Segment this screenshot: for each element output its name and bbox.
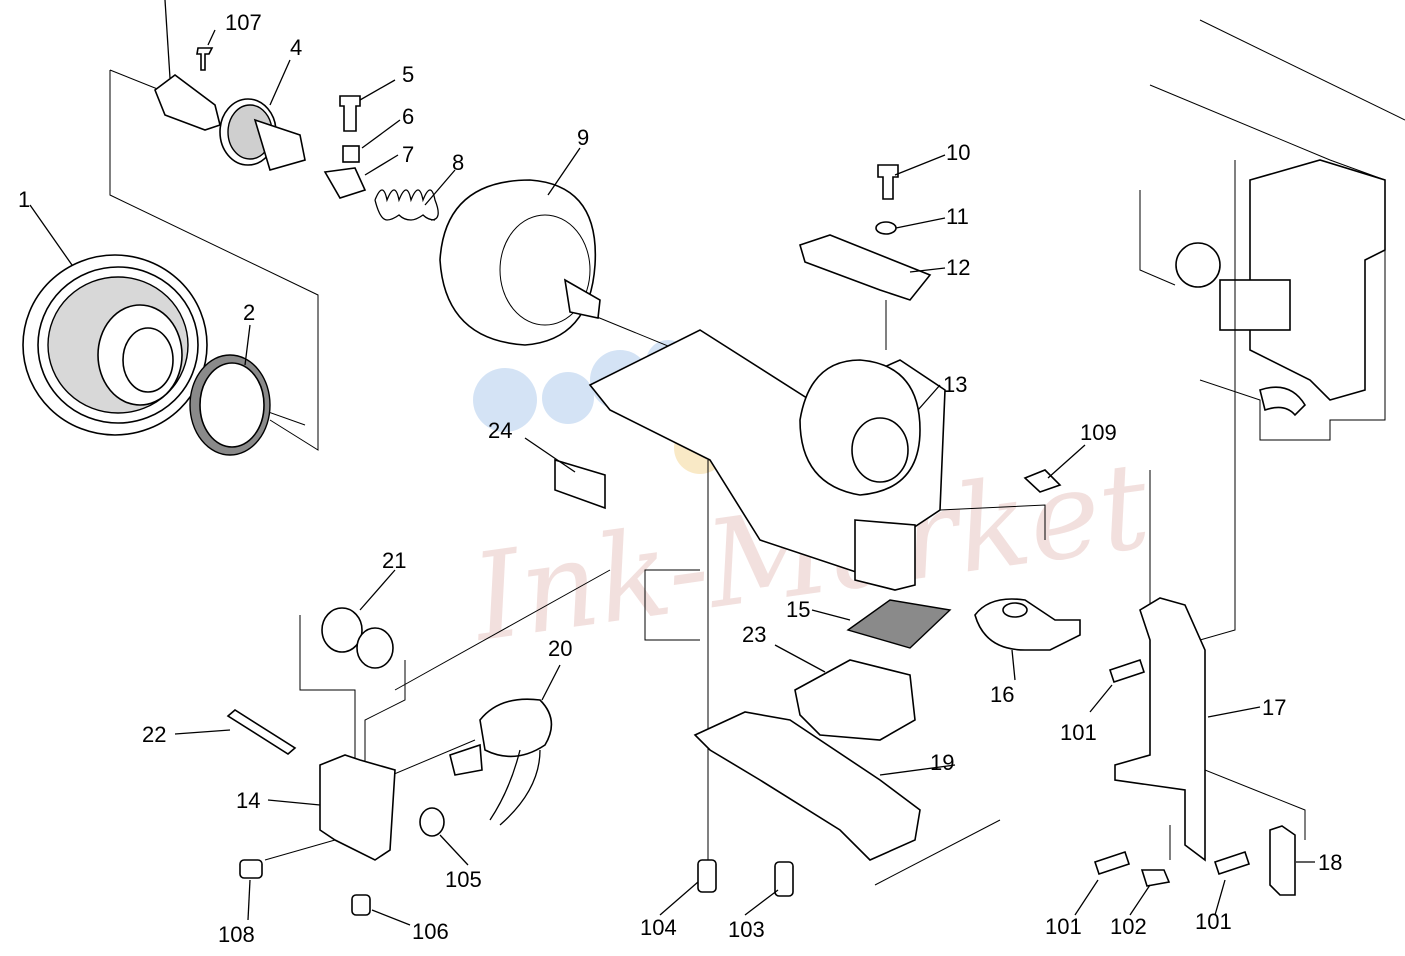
callout-104: 104: [640, 915, 677, 940]
callout-22: 22: [142, 722, 166, 747]
callout-1: 1: [18, 187, 30, 212]
callout-17: 17: [1262, 695, 1286, 720]
callout-103: 103: [728, 917, 765, 942]
part-24-label: [554, 458, 606, 510]
part-15-pad: [846, 599, 952, 649]
part-8-spring: [374, 189, 439, 221]
part-19-base-plate: [693, 711, 921, 861]
callout-109: 109: [1080, 420, 1117, 445]
part-109-clip: [1023, 469, 1062, 493]
callout-106: 106: [412, 919, 449, 944]
part-22-shaft: [226, 709, 297, 755]
callout-19: 19: [930, 750, 954, 775]
callout-107: 107: [225, 10, 262, 35]
part-23-holder: [794, 659, 916, 741]
main-frame: [1139, 19, 1405, 441]
watermark-dot: [542, 372, 594, 424]
part-16-cam: [974, 598, 1081, 651]
part-clip-and-screw: [154, 0, 221, 131]
callout-2: 2: [243, 300, 255, 325]
callout-12: 12: [946, 255, 970, 280]
callout-101: 101: [1060, 720, 1097, 745]
callout-105: 105: [445, 867, 482, 892]
part-14-bracket: [319, 754, 396, 861]
callout-16: 16: [990, 682, 1014, 707]
part-2-ring: [189, 354, 271, 456]
leader-lines: [29, 29, 1315, 926]
part-13-carriage: [588, 329, 946, 591]
part-21-gears: [321, 607, 394, 669]
part-17-rail: [1114, 597, 1206, 862]
part-5-6-7-pin-assembly: [323, 95, 367, 199]
part-20-motor: [449, 698, 553, 826]
callout-9: 9: [577, 125, 589, 150]
callout-15: 15: [786, 597, 810, 622]
part-18-connector: [1269, 825, 1296, 896]
callout-8: 8: [452, 150, 464, 175]
callout-20: 20: [548, 636, 572, 661]
callout-23: 23: [742, 622, 766, 647]
callout-101: 101: [1195, 909, 1232, 934]
callout-11: 11: [946, 204, 969, 229]
part-1-pulley: [22, 254, 208, 436]
callout-4: 4: [290, 35, 302, 60]
callout-14: 14: [236, 788, 260, 813]
part-9-housing: [439, 179, 601, 346]
callout-18: 18: [1318, 850, 1342, 875]
callouts: 1 2 4 5 6 7 8 9 10 11 12 13 15 16 17 18 …: [18, 10, 1342, 947]
callout-10: 10: [946, 140, 970, 165]
callout-24: 24: [488, 418, 512, 443]
callout-102: 102: [1110, 914, 1147, 939]
callout-108: 108: [218, 922, 255, 947]
callout-5: 5: [402, 62, 414, 87]
part-10-11-12-bracket: [799, 164, 932, 301]
callout-6: 6: [402, 104, 414, 129]
watermark-dot: [473, 368, 537, 432]
callout-21: 21: [382, 548, 406, 573]
callout-101: 101: [1045, 914, 1082, 939]
callout-13: 13: [943, 372, 967, 397]
screws: [239, 658, 1251, 916]
part-4-bushing: [219, 98, 306, 171]
callout-7: 7: [402, 142, 414, 167]
